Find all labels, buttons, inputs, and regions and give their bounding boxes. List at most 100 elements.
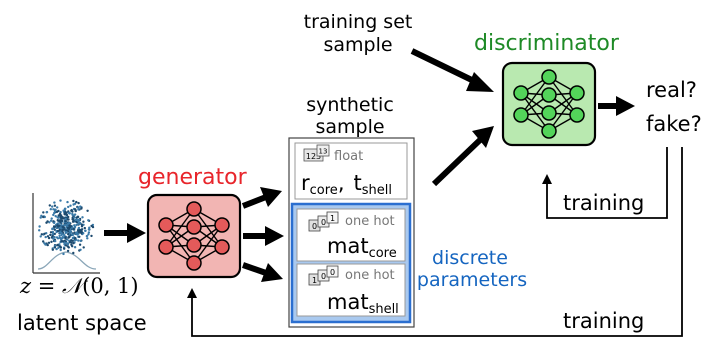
latent-point <box>47 236 51 240</box>
svg-text:13: 13 <box>319 148 328 156</box>
float-params-label: rcore,tshell <box>301 171 392 198</box>
network-edge <box>165 224 195 264</box>
latent-point <box>72 227 75 231</box>
latent-point <box>57 222 60 225</box>
latent-point <box>57 216 60 219</box>
latent-point <box>66 200 69 204</box>
latent-point <box>71 220 75 223</box>
latent-point <box>53 204 57 207</box>
float-type-label: float <box>334 149 363 164</box>
latent-point <box>46 220 49 223</box>
latent-point <box>68 241 72 244</box>
latent-point <box>51 227 54 231</box>
latent-point <box>46 243 49 247</box>
latent-point <box>73 216 76 219</box>
latent-point <box>75 223 78 227</box>
synthetic-sample-label: synthetic <box>306 94 394 116</box>
network-node <box>541 69 557 85</box>
latent-point <box>80 231 83 235</box>
generator-training-label: training <box>563 309 644 333</box>
latent-point <box>72 251 75 255</box>
arrow-synthetic-to-discriminator <box>431 126 494 187</box>
latent-point <box>54 239 57 243</box>
latent-point <box>78 228 82 232</box>
latent-point <box>56 206 59 209</box>
latent-point <box>52 213 55 217</box>
network-node <box>186 201 202 217</box>
latent-point <box>77 219 80 223</box>
latent-point <box>79 205 82 208</box>
latent-point <box>51 232 55 236</box>
latent-point <box>72 203 75 206</box>
latent-point <box>53 246 57 249</box>
latent-point <box>90 234 93 238</box>
svg-text:0: 0 <box>312 222 317 231</box>
latent-point <box>46 235 50 238</box>
latent-point <box>50 217 53 220</box>
latent-point <box>42 240 45 243</box>
latent-point <box>82 246 85 249</box>
latent-point <box>71 236 75 240</box>
mat-core-label: matcore <box>327 234 397 261</box>
svg-text:0: 0 <box>321 218 326 227</box>
arrow-training-to-discriminator <box>410 48 494 92</box>
latent-point <box>87 228 91 231</box>
latent-point <box>48 204 51 207</box>
latent-point <box>59 237 63 240</box>
latent-point <box>53 201 56 204</box>
latent-point <box>39 216 42 219</box>
network-node <box>569 107 585 123</box>
latent-point <box>50 240 53 243</box>
latent-point <box>67 218 70 221</box>
latent-point <box>49 219 53 222</box>
latent-point <box>49 233 52 237</box>
onehot-icon-shell: 1 0 0 <box>308 265 339 286</box>
latent-point <box>62 226 65 229</box>
latent-point <box>63 224 67 227</box>
network-edge <box>548 76 578 116</box>
latent-point <box>81 216 84 219</box>
latent-point <box>59 248 62 252</box>
latent-point <box>51 235 54 238</box>
latent-point <box>87 219 90 222</box>
latent-point <box>56 229 60 233</box>
latent-point <box>64 217 67 221</box>
network-edge <box>193 208 223 248</box>
latent-point <box>75 231 79 234</box>
svg-text:0: 0 <box>321 272 326 281</box>
training-set-label: training set <box>304 11 413 33</box>
discriminator-network-icon <box>513 69 585 139</box>
latent-point <box>65 241 68 245</box>
network-node <box>541 105 557 121</box>
latent-point <box>54 215 57 218</box>
latent-point <box>53 232 56 236</box>
latent-point <box>71 218 74 221</box>
latent-point <box>64 220 67 223</box>
latent-point <box>53 210 57 213</box>
network-node <box>186 255 202 271</box>
network-node <box>158 217 174 233</box>
latent-point <box>77 230 81 233</box>
latent-point <box>64 207 67 210</box>
latent-point <box>64 244 68 247</box>
latent-point <box>60 233 63 237</box>
latent-point <box>69 224 73 228</box>
latent-point <box>65 230 68 234</box>
latent-point <box>66 245 70 248</box>
latent-point <box>49 231 53 234</box>
latent-point <box>60 219 64 223</box>
latent-point <box>71 239 75 242</box>
latent-point <box>82 220 85 223</box>
latent-point <box>79 239 82 243</box>
latent-point <box>53 221 56 225</box>
network-edge <box>520 92 550 132</box>
latent-point <box>53 228 56 231</box>
latent-point <box>77 206 80 209</box>
synthetic-sample-label-2: sample <box>315 116 384 138</box>
network-node <box>214 217 230 233</box>
latent-point-cloud <box>38 199 95 256</box>
latent-point <box>56 243 59 247</box>
svg-text:123: 123 <box>306 152 321 161</box>
latent-point <box>45 210 49 214</box>
latent-point <box>79 248 82 251</box>
